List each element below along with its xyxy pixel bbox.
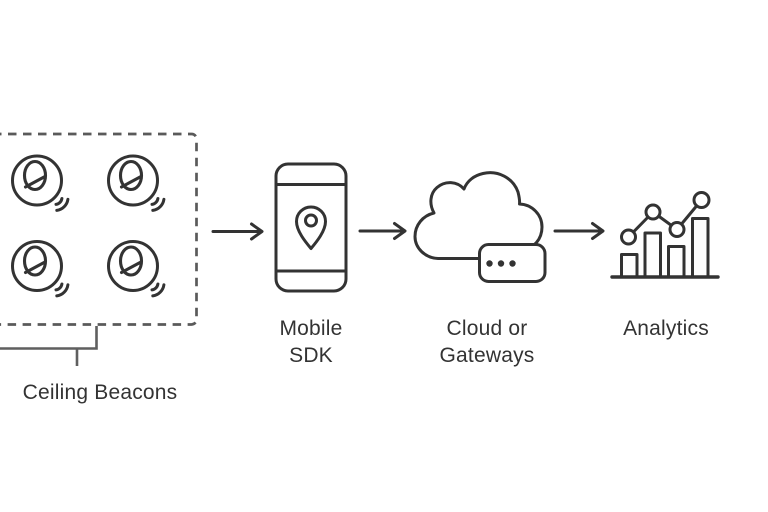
beacon-icon <box>106 239 166 298</box>
flow-arrow <box>553 222 605 240</box>
label-cloud-gateways-line1: Cloud or <box>446 317 528 340</box>
chart-trend-line <box>627 198 703 239</box>
location-pin-icon <box>295 205 327 250</box>
bar-line-chart-icon <box>610 191 720 279</box>
beacon-icon <box>106 154 166 212</box>
label-cloud-gateways-line2: Gateways <box>439 344 535 367</box>
flow-arrow <box>211 222 264 241</box>
label-mobile-sdk-line2: SDK <box>289 344 333 367</box>
cloud-icon <box>413 171 544 260</box>
label-cloud-gateways: Cloud or Gateways <box>440 315 535 369</box>
chart-trend-nodes <box>620 191 711 246</box>
chart-bars <box>620 217 710 279</box>
label-mobile-sdk-line1: Mobile <box>279 317 343 340</box>
gateway-box-icon <box>478 243 547 283</box>
beacon-icon <box>10 239 70 298</box>
ceiling-beacons-zone <box>0 132 198 366</box>
smartphone-location-icon <box>274 162 348 293</box>
label-analytics: Analytics <box>623 317 709 340</box>
cloud-gateway-icon <box>413 171 547 283</box>
beacon-icon <box>10 154 70 212</box>
label-mobile-sdk: Mobile SDK <box>279 315 342 369</box>
flow-arrow <box>358 222 407 240</box>
label-ceiling-beacons: Ceiling Beacons <box>22 381 178 404</box>
ceiling-mount-line <box>0 326 98 366</box>
